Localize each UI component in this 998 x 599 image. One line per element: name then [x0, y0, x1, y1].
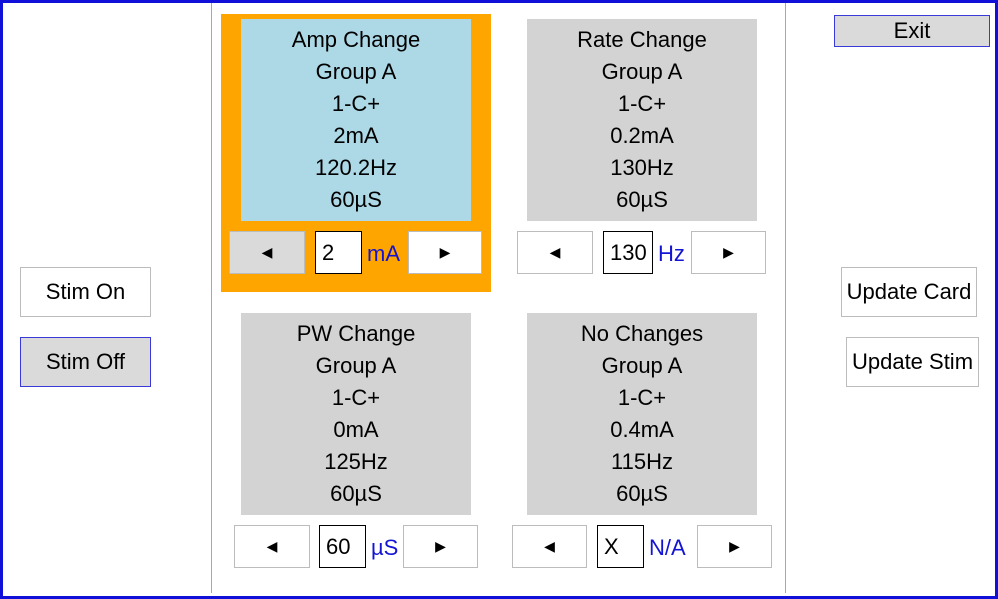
card-group: Group A [315, 59, 397, 84]
card-electrode: 1-C+ [617, 385, 667, 410]
right-arrow-icon: ▶ [435, 538, 446, 554]
no-change-unit-label: N/A [649, 535, 686, 560]
no-changes-card[interactable]: No Changes Group A 1-C+ 0.4mA 115Hz 60µS [527, 313, 757, 515]
amp-value-field[interactable]: 2 [315, 231, 362, 274]
rate-decrease-button[interactable]: ◀ [517, 231, 593, 274]
update-stim-button[interactable]: Update Stim [846, 337, 979, 387]
no-change-decrease-button[interactable]: ◀ [512, 525, 587, 568]
exit-button[interactable]: Exit [834, 15, 990, 47]
card-amplitude: 0.2mA [610, 123, 674, 148]
rate-value-field[interactable]: 130 [603, 231, 653, 274]
card-pulse-width: 60µS [330, 187, 382, 212]
card-pulse-width: 60µS [616, 481, 668, 506]
amp-increase-button[interactable]: ▶ [408, 231, 482, 274]
stim-on-button[interactable]: Stim On [20, 267, 151, 317]
left-arrow-icon: ◀ [549, 244, 561, 260]
rate-change-card[interactable]: Rate Change Group A 1-C+ 0.2mA 130Hz 60µ… [527, 19, 757, 221]
card-rate: 130Hz [610, 155, 674, 180]
right-arrow-icon: ▶ [439, 244, 451, 260]
card-rate: 120.2Hz [315, 155, 397, 180]
card-pulse-width: 60µS [330, 481, 382, 506]
center-panel [211, 3, 786, 593]
right-arrow-icon: ▶ [729, 538, 740, 554]
amp-change-card[interactable]: Amp Change Group A 1-C+ 2mA 120.2Hz 60µS [241, 19, 471, 221]
pw-unit-label: µS [371, 535, 399, 560]
left-arrow-icon: ◀ [266, 538, 278, 554]
amp-unit-label: mA [367, 241, 400, 266]
card-title: PW Change [296, 321, 416, 346]
card-amplitude: 0.4mA [610, 417, 674, 442]
update-card-button[interactable]: Update Card [841, 267, 977, 317]
card-amplitude: 2mA [333, 123, 379, 148]
rate-increase-button[interactable]: ▶ [691, 231, 766, 274]
left-arrow-icon: ◀ [544, 538, 555, 554]
no-change-value-field[interactable]: X [597, 525, 644, 568]
card-amplitude: 0mA [333, 417, 379, 442]
card-group: Group A [601, 353, 683, 378]
left-arrow-icon: ◀ [261, 244, 273, 260]
card-electrode: 1-C+ [331, 385, 381, 410]
card-group: Group A [315, 353, 397, 378]
card-title: Rate Change [577, 27, 707, 52]
pw-decrease-button[interactable]: ◀ [234, 525, 310, 568]
card-electrode: 1-C+ [617, 91, 667, 116]
right-arrow-icon: ▶ [723, 244, 734, 260]
rate-unit-label: Hz [658, 241, 685, 266]
card-title: No Changes [580, 321, 704, 346]
no-change-increase-button[interactable]: ▶ [697, 525, 772, 568]
card-rate: 125Hz [324, 449, 388, 474]
pw-value-field[interactable]: 60 [319, 525, 366, 568]
amp-decrease-button[interactable]: ◀ [229, 231, 305, 274]
card-pulse-width: 60µS [616, 187, 668, 212]
card-electrode: 1-C+ [331, 91, 381, 116]
card-title: Amp Change [291, 27, 421, 52]
stim-off-button[interactable]: Stim Off [20, 337, 151, 387]
card-rate: 115Hz [611, 449, 673, 474]
pw-change-card[interactable]: PW Change Group A 1-C+ 0mA 125Hz 60µS [241, 313, 471, 515]
card-group: Group A [601, 59, 683, 84]
pw-increase-button[interactable]: ▶ [403, 525, 478, 568]
